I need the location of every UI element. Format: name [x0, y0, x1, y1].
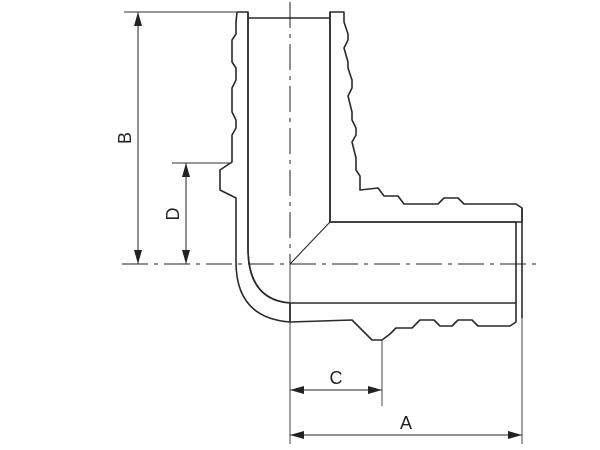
dimension-d-label: D	[163, 208, 183, 221]
dimension-b-arrow-bottom	[134, 250, 142, 264]
dimension-a-label: A	[400, 413, 412, 433]
elbow-miter-line	[289, 221, 331, 265]
vertical-bore-outline	[247, 12, 291, 304]
right-wall-section	[329, 11, 523, 223]
dimension-b-arrow-top	[134, 12, 142, 26]
dimension-c-arrow-right	[368, 386, 382, 394]
bottom-wall-section	[289, 302, 517, 341]
dimension-d-arrow-top	[182, 163, 190, 177]
dimension-c-arrow-left	[290, 386, 304, 394]
horizontal-bore-outline	[330, 221, 517, 303]
dimension-b-label: B	[115, 132, 135, 144]
dimension-d-arrow-bottom	[182, 250, 190, 264]
left-wall-section	[219, 11, 291, 323]
dimension-a-arrow-left	[290, 431, 304, 439]
dimension-a-arrow-right	[508, 431, 522, 439]
dimension-c-label: C	[330, 368, 343, 388]
